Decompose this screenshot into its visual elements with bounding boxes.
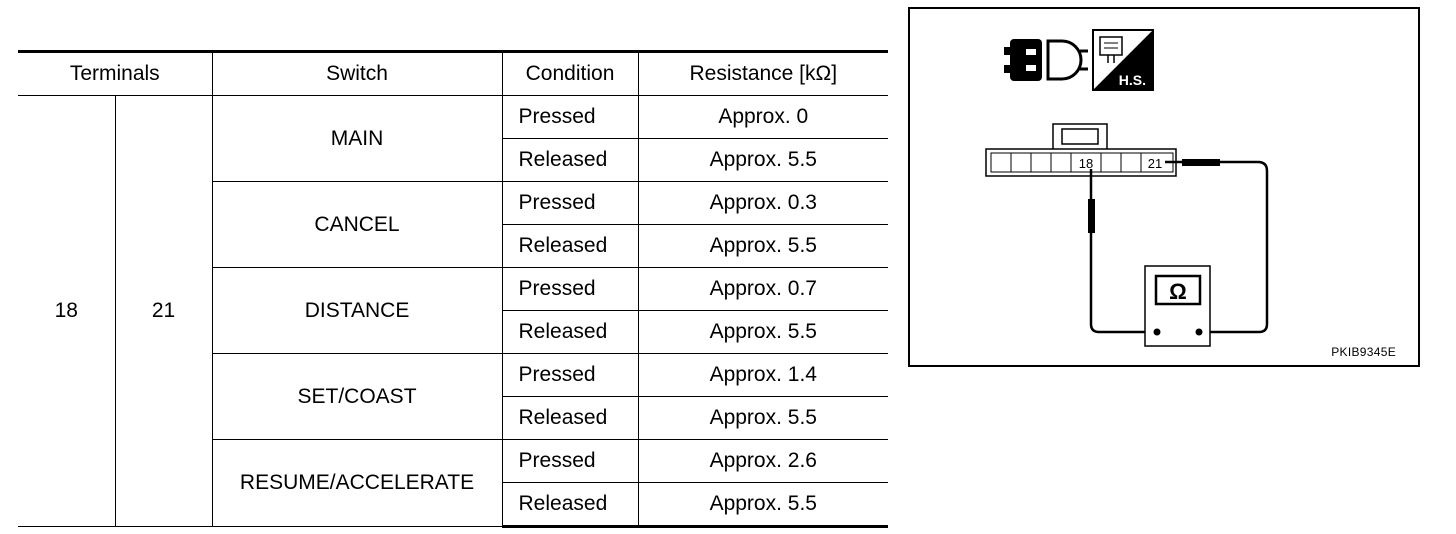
resistance-cell: Approx. 5.5 (637, 310, 889, 354)
table-row: Released Approx. 5.5 (18, 310, 889, 354)
resistance-cell: Approx. 5.5 (637, 396, 889, 440)
ohmmeter-icon: Ω (1144, 265, 1211, 347)
table-row: SET/COAST Pressed Approx. 1.4 (18, 353, 889, 440)
condition-cell: Released (502, 224, 639, 268)
header-terminals: Terminals (18, 50, 213, 96)
header-switch: Switch (211, 50, 503, 96)
resistance-cell: Approx. 1.4 (637, 353, 889, 397)
header-condition: Condition (501, 50, 639, 96)
ohm-symbol: Ω (1169, 279, 1187, 304)
table-row: Released Approx. 5.5 (18, 138, 889, 182)
switch-name-cell: SET/COAST (212, 353, 503, 440)
probe-leads (1088, 159, 1269, 334)
terminal-a-cell: 18 (18, 95, 116, 527)
table-row: RESUME/ACCELERATE Pressed Approx. 2.6 (18, 439, 889, 527)
hs-badge: H.S. (1119, 72, 1146, 88)
pin-label-21: 21 (1148, 156, 1162, 171)
table-row: Released Approx. 5.5 (18, 224, 889, 268)
condition-cell: Released (502, 482, 639, 528)
pin-label-18: 18 (1079, 156, 1093, 171)
switch-name-cell: CANCEL (212, 181, 503, 268)
resistance-cell: Approx. 5.5 (637, 482, 889, 528)
table-row: CANCEL Pressed Approx. 0.3 (18, 181, 889, 268)
table-row: Released Approx. 5.5 (18, 396, 889, 440)
table-row: Released Approx. 5.5 (18, 482, 889, 528)
connector-measurement-diagram: H.S. 18 21 (908, 7, 1420, 367)
harness-side-icon: H.S. (1092, 29, 1154, 91)
resistance-cell: Approx. 2.6 (637, 439, 889, 483)
condition-cell: Pressed (501, 439, 639, 483)
table-row: 18 21 MAIN Pressed Approx. 0 (18, 95, 889, 527)
terminal-b-cell: 21 (114, 95, 213, 527)
resistance-cell: Approx. 0.7 (637, 267, 889, 311)
figure-code: PKIB9345E (1331, 345, 1396, 359)
condition-cell: Pressed (501, 181, 639, 225)
header-resistance: Resistance [kΩ] (637, 50, 889, 96)
switch-name-cell: DISTANCE (212, 267, 503, 354)
condition-cell: Pressed (501, 267, 639, 311)
resistance-cell: Approx. 5.5 (637, 138, 889, 182)
condition-cell: Released (502, 138, 639, 182)
switch-name-cell: MAIN (211, 95, 503, 182)
harness-connector: 18 21 (985, 123, 1177, 177)
connector-plug-icon (1004, 39, 1088, 81)
condition-cell: Pressed (501, 95, 639, 139)
resistance-cell: Approx. 5.5 (637, 224, 889, 268)
resistance-cell: Approx. 0 (637, 95, 889, 139)
condition-cell: Released (502, 310, 639, 354)
resistance-cell: Approx. 0.3 (637, 181, 889, 225)
condition-cell: Released (502, 396, 639, 440)
diagram-svg: H.S. 18 21 (985, 29, 1269, 347)
resistance-spec-table: Terminals Switch Condition Resistance [k… (18, 50, 889, 528)
condition-cell: Pressed (501, 353, 639, 397)
switch-name-cell: RESUME/ACCELERATE (212, 439, 503, 527)
